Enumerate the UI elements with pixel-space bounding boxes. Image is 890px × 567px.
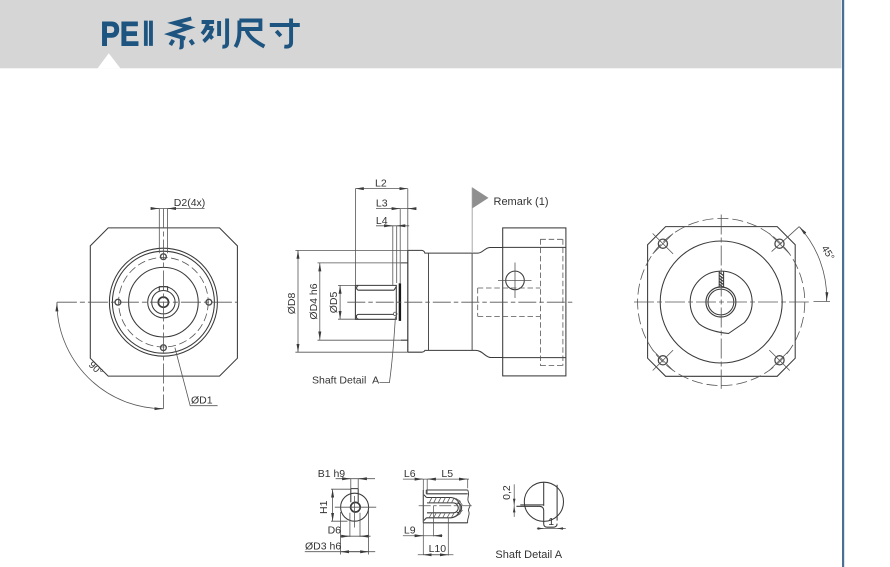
svg-text:0,2: 0,2: [501, 485, 513, 500]
svg-text:H1: H1: [318, 500, 330, 514]
svg-text:Shaft Detail A: Shaft Detail A: [312, 375, 379, 387]
svg-text:D2(4x): D2(4x): [174, 197, 206, 209]
svg-text:ØD3 h6: ØD3 h6: [305, 541, 341, 553]
svg-text:L2: L2: [375, 178, 387, 190]
svg-text:45°: 45°: [819, 244, 836, 263]
svg-text:Shaft Detail A: Shaft Detail A: [495, 549, 562, 561]
svg-text:L6: L6: [404, 468, 416, 480]
svg-text:ØD5: ØD5: [328, 292, 340, 314]
svg-text:1: 1: [548, 516, 554, 528]
svg-text:Remark (1): Remark (1): [494, 196, 549, 208]
svg-text:90°: 90°: [86, 360, 105, 378]
svg-text:D6: D6: [328, 525, 342, 537]
svg-text:L9: L9: [404, 525, 416, 537]
svg-text:II: II: [143, 15, 154, 54]
svg-text:L3: L3: [376, 198, 388, 210]
svg-text:ØD4 h6: ØD4 h6: [308, 283, 320, 319]
svg-text:L4: L4: [376, 215, 388, 227]
svg-text:B1 h9: B1 h9: [318, 468, 346, 480]
svg-text:L5: L5: [441, 468, 453, 480]
svg-text:L10: L10: [429, 543, 447, 555]
svg-text:PE: PE: [101, 14, 140, 53]
svg-text:ØD8: ØD8: [286, 293, 298, 315]
svg-text:ØD1: ØD1: [191, 394, 213, 406]
